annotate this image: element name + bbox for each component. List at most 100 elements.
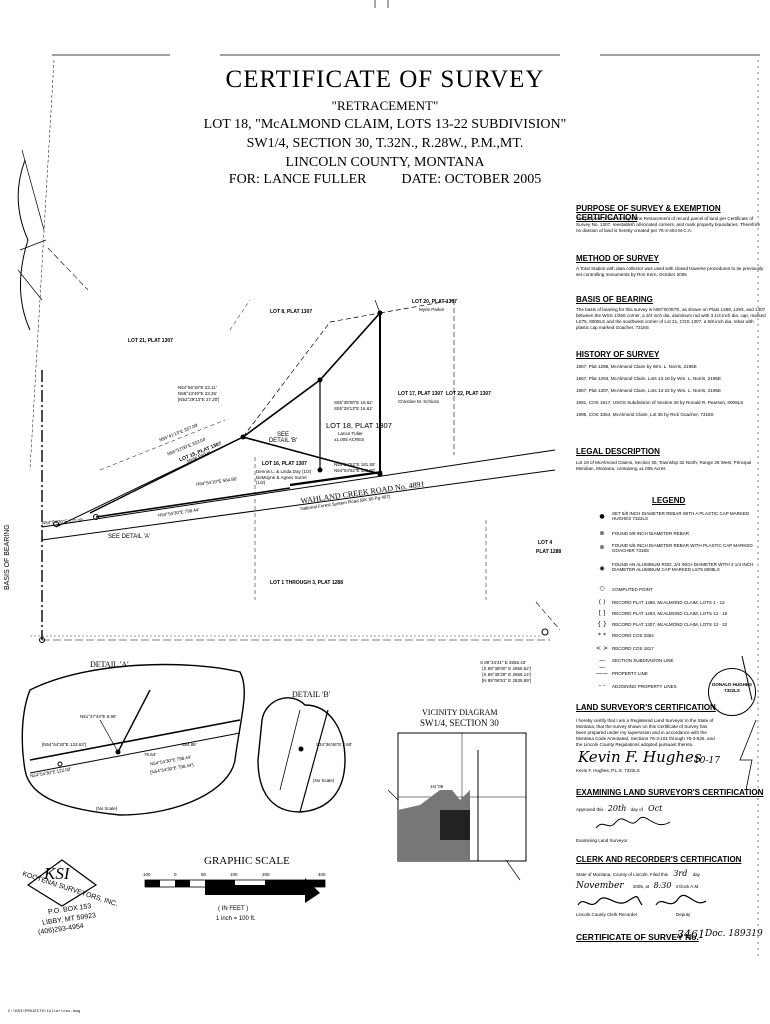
bearing-label: [N53°29'13"E 27.20'] [178,397,220,402]
bearing-label: (S 89°38'00" E 2655.52') [482,666,532,671]
county-state: LINCOLN COUNTY, MONTANA [285,155,485,170]
detail-a-title: DETAIL 'A' [90,660,129,669]
surveyor-caption: Kevin F. Hughes, P.L.S. 7322LS [576,768,640,773]
document-title: CERTIFICATE OF SURVEY [225,66,545,93]
clerk-line1: State of Montana, County of Lincoln, Fil… [576,869,700,878]
see-detail-b: SEE DETAIL 'B' [268,432,298,444]
lot17-owner: Christine M. Schloss [398,399,440,404]
surveyor-text: I hereby certify that I am a Registered … [576,718,715,747]
lot20-owner: Myrle Parker [419,307,445,312]
examining-heading: EXAMINING LAND SURVEYOR'S CERTIFICATION [576,788,764,797]
lot4-label: LOT 4 [538,540,553,546]
section-description: SW1/4, SECTION 30, T.32N., R.28W., P.M.,… [246,136,524,151]
found-rebar-symbol: ⊗ [599,530,605,537]
set-rebar-symbol: ● [599,513,605,520]
file-path: C:\KSI\PROJECTS\fuller\cos.dwg [8,1010,81,1014]
lot17-label: LOT 17, PLAT 1307 [398,391,443,397]
legend-item: RECORD COS 3354 [612,633,654,638]
company-logo: KSI [44,864,70,883]
lot21-label: LOT 21, PLAT 1307 [128,338,173,344]
scale-tick: 100 [230,872,238,877]
bearing-label: N54°56'18"E 23.11' [178,385,217,390]
computed-point-symbol: ○ [599,585,605,592]
clerk-line2: November 2005, at 8:30 o'clock A.M. [576,881,700,891]
bearing-label: S 89°34'41" E 2655.43' [480,660,527,665]
detail-a-distance: 76.64' [144,752,157,757]
cos3354-symbol: * * [598,632,606,639]
legend-item: FOUND AN ALUMINUM ROD, 3/4 INCH DIAMETER… [612,562,754,572]
plat1307-symbol: { } [597,621,607,628]
detail-b-bearing: S34°36'46"E 2.60' [316,742,353,747]
surveyor-sign-date: 10-17 [694,756,720,766]
history-item: 1967, Plat 1307, McAlmond Claim, Lots 13… [576,388,722,393]
surveyor-signature: Kevin F. Hughes [578,748,702,766]
bearing-label: N54°54'52"E 181.55' [334,462,376,467]
surveyor-heading: LAND SURVEYOR'S CERTIFICATION [576,703,716,712]
section-line-symbol: — — [599,657,605,671]
plat1288-symbol: ( ) [598,599,606,606]
legend-item: SECTION SUBDIVISION LINE [612,658,674,663]
cos1817-symbol: < > [596,645,608,652]
graphic-scale-title: GRAPHIC SCALE [204,855,290,867]
property-line-symbol: —— [596,670,608,677]
scale-tick: 200 [262,872,270,877]
lot20-label: LOT 20, PLAT 1307 [412,299,457,305]
scale-unit: ( IN FEET ) [218,906,249,912]
legend-item: ADJOINING PROPERTY LINES [612,684,677,689]
detail-b-title: DETAIL 'B' [292,690,331,699]
detail-a-distance: 584.86' [182,742,197,747]
scale-tick: 0 [174,872,177,877]
cos-number-label: CERTIFICATE OF SURVEY No. [576,932,699,942]
scale-ratio: 1 inch = 100 ft. [216,916,256,922]
cos-number-value: 3461 [677,928,705,941]
legend-item: RECORD PLAT 1288, McALMOND CLAIM, LOTS 1… [612,600,725,605]
history-item: 1967, Plat 1293, McAlmond Claim, Lots 13… [576,376,722,381]
basis-text: The basis of bearing for this survey is … [576,307,766,330]
see-detail-a: SEE DETAIL 'A' [108,534,150,540]
method-text: A Total Station with data collector was … [576,266,764,277]
scale-tick: 50 [201,872,207,877]
lot18-area: ±1.005 ACRES [334,437,365,442]
bearing-label: S55°39'00"E 16.62' [334,400,373,405]
vicinity-subtitle: SW1/4, SECTION 30 [420,718,499,728]
basis-heading: BASIS OF BEARING [576,295,653,304]
detail-a-bearing: N51°27'44"E 9.96' [80,714,117,719]
scale-tick: 400 [318,872,326,877]
adjoining-line-symbol: - - [598,682,606,689]
legend-item: RECORD PLAT 1307, McALMOND CLAIM, LOTS 1… [612,622,728,627]
legend-heading: LEGEND [652,496,686,505]
lot8-label: LOT 8, PLAT 1307 [270,309,313,315]
aluminum-rod-symbol: ◉ [599,565,605,572]
lot22-label: LOT 22, PLAT 1307 [446,391,491,397]
history-item: 1967, Plat 1288, McAlmond Claim by Wm. L… [576,364,697,369]
retracement-label: "RETRACEMENT" [331,98,439,113]
legal-heading: LEGAL DESCRIPTION [576,447,660,456]
legend-item: FOUND 5/8 INCH DIAMETER REBAR WITH PLAST… [612,543,753,553]
legal-text: Lot 18 of McAlmond Claims, Section 30, T… [576,460,752,471]
bearing-label: S55°29'13"E 16.62' [334,406,373,411]
scale-tick: 100 [143,872,151,877]
examining-approved: Approved this 20th day of Oct [576,804,663,813]
lots-1-3-label: LOT 1 THROUGH 3, PLAT 1288 [270,580,343,586]
history-item: 1991, COS 1817, USGS Subdivision of Sect… [576,400,744,405]
legend-item: PROPERTY LINE [612,671,648,676]
legend-item: COMPUTED POINT [612,587,653,592]
examiner-signature [594,814,674,834]
purpose-heading: PURPOSE OF SURVEY & EXEMPTION CERTIFICAT… [576,204,721,222]
purpose-text: The purpose of this survey is the Retrac… [576,216,761,233]
clerk-signatures [576,893,726,913]
detail-b-scale: (No Scale) [313,778,335,783]
legend-item: RECORD COS 1817 [612,646,654,651]
lot18-owner: Lance Fuller [338,431,363,436]
legend-item: RECORD PLAT 1293, McALMOND CLAIM, LOTS 1… [612,611,728,616]
lot4-plat: PLAT 1288 [536,549,562,555]
lot-description: LOT 18, "McALMOND CLAIM, LOTS 13-22 SUBD… [203,117,567,132]
examining-caption: Examining Land Surveyor [576,838,628,843]
legend-item: SET 5/8 INCH DIAMETER REBAR WITH A PLAST… [612,511,750,521]
clerk-heading: CLERK AND RECORDER'S CERTIFICATION [576,855,742,864]
lot16-owner: Dennis L. & Linda Day (1/2) DeMoyne & Ag… [256,469,312,485]
method-heading: METHOD OF SURVEY [576,254,659,263]
lot18-label: LOT 18, PLAT 1307 [326,421,392,430]
clerk-caption-right: Deputy [676,912,691,917]
